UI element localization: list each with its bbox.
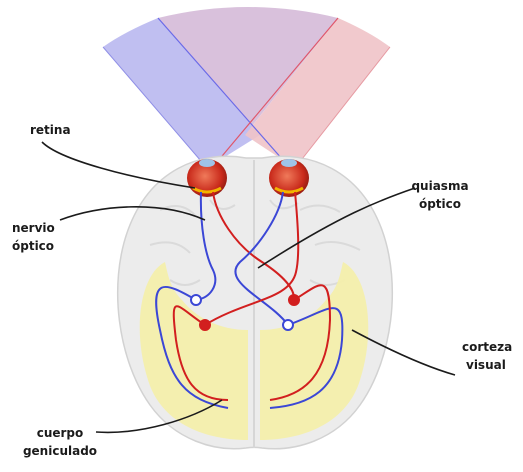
label-corteza-line1: corteza	[462, 340, 512, 354]
label-quiasma-line2: óptico	[419, 197, 461, 211]
label-cuerpo-line1: cuerpo	[37, 426, 84, 440]
left-eye-lens	[199, 159, 215, 167]
label-retina: retina	[30, 123, 71, 137]
right-eye-lens	[281, 159, 297, 167]
geniculate-node-red-right	[289, 295, 299, 305]
label-nervio-line2: óptico	[12, 239, 54, 253]
label-nervio-line1: nervio	[12, 221, 55, 235]
label-cuerpo-line2: geniculado	[23, 444, 97, 458]
label-quiasma-line1: quiasma	[411, 179, 468, 193]
geniculate-node-blue-right	[283, 320, 293, 330]
geniculate-node-red-left	[200, 320, 210, 330]
visual-fields	[103, 7, 390, 168]
label-corteza-line2: visual	[466, 358, 506, 372]
geniculate-node-blue-left	[191, 295, 201, 305]
